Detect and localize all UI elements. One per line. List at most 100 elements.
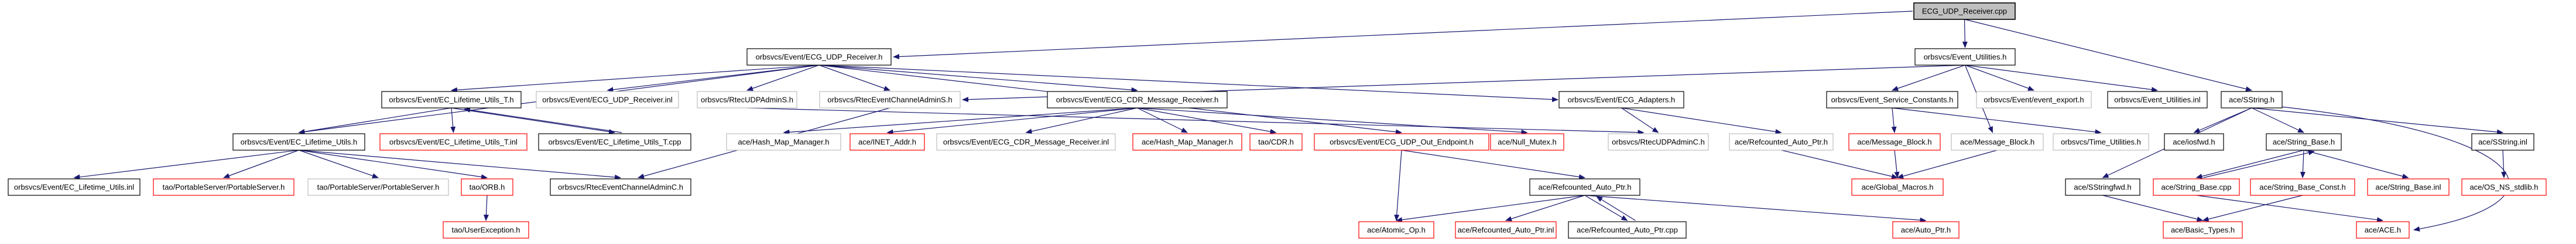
node-box[interactable] (1976, 91, 2092, 109)
node-box[interactable] (2250, 178, 2355, 196)
graph-node-life_inl[interactable]: orbsvcs/Event/EC_Lifetime_Utils.inl (8, 178, 141, 196)
node-box[interactable] (1913, 2, 2016, 20)
node-box[interactable] (550, 178, 691, 196)
graph-node-ace_h[interactable]: ace/ACE.h (2356, 221, 2410, 239)
graph-node-lifeT_h[interactable]: orbsvcs/Event/EC_Lifetime_Utils_T.h (381, 91, 522, 109)
graph-node-ps_r[interactable]: tao/PortableServer/PortableServer.h (153, 178, 294, 196)
graph-node-cdrmsg_inl[interactable]: orbsvcs/Event/ECG_CDR_Message_Receiver.i… (936, 133, 1116, 151)
node-box[interactable] (1490, 133, 1564, 151)
node-box[interactable] (1132, 133, 1242, 151)
node-box[interactable] (1892, 221, 1960, 239)
graph-node-evutil_inl[interactable]: orbsvcs/Event_Utilities.inl (2107, 91, 2208, 109)
graph-node-basictypes[interactable]: ace/Basic_Types.h (2163, 221, 2243, 239)
graph-node-cdrmsg_h[interactable]: orbsvcs/Event/ECG_CDR_Message_Receiver.h (1047, 91, 1228, 109)
node-box[interactable] (1914, 48, 2016, 66)
node-box[interactable] (819, 91, 961, 109)
node-box[interactable] (2153, 178, 2240, 196)
graph-node-refauto_cpp[interactable]: ace/Refcounted_Auto_Ptr.cpp (1568, 221, 1687, 239)
graph-node-udprecv_h[interactable]: orbsvcs/Event/ECG_UDP_Receiver.h (746, 48, 892, 66)
node-box[interactable] (2107, 91, 2208, 109)
node-box[interactable] (2356, 221, 2410, 239)
graph-node-ps_g[interactable]: tao/PortableServer/PortableServer.h (307, 178, 449, 196)
graph-node-hashmap1[interactable]: ace/Hash_Map_Manager.h (726, 133, 841, 151)
node-box[interactable] (2266, 133, 2342, 151)
graph-node-atomic[interactable]: ace/Atomic_Op.h (1358, 221, 1434, 239)
graph-node-lifeT_cpp[interactable]: orbsvcs/Event/EC_Lifetime_Utils_T.cpp (538, 133, 691, 151)
graph-node-strbase_cpp[interactable]: ace/String_Base.cpp (2153, 178, 2240, 196)
node-box[interactable] (1729, 133, 1834, 151)
graph-node-osns[interactable]: ace/OS_NS_stdlib.h (2461, 178, 2547, 196)
node-box[interactable] (2471, 133, 2534, 151)
graph-node-timeutil[interactable]: orbsvcs/Time_Utilities.h (2053, 133, 2149, 151)
graph-node-esc_h[interactable]: orbsvcs/Event_Service_Constants.h (1826, 91, 1958, 109)
graph-node-autoptr[interactable]: ace/Auto_Ptr.h (1892, 221, 1960, 239)
node-box[interactable] (1568, 221, 1687, 239)
graph-node-sstrfwd[interactable]: ace/SStringfwd.h (2065, 178, 2140, 196)
node-box[interactable] (1249, 133, 1303, 151)
graph-node-ecadmC[interactable]: orbsvcs/RtecEventChannelAdminC.h (550, 178, 691, 196)
graph-node-hashmap2[interactable]: ace/Hash_Map_Manager.h (1132, 133, 1242, 151)
node-box[interactable] (1314, 133, 1489, 151)
graph-node-outend[interactable]: orbsvcs/Event/ECG_UDP_Out_Endpoint.h (1314, 133, 1489, 151)
graph-node-taocdr[interactable]: tao/CDR.h (1249, 133, 1303, 151)
node-box[interactable] (8, 178, 141, 196)
node-box[interactable] (153, 178, 294, 196)
node-box[interactable] (849, 133, 925, 151)
node-box[interactable] (461, 178, 513, 196)
node-box[interactable] (232, 133, 365, 151)
graph-node-life_h[interactable]: orbsvcs/Event/EC_Lifetime_Utils.h (232, 133, 365, 151)
node-box[interactable] (538, 133, 691, 151)
node-box[interactable] (726, 133, 841, 151)
node-box[interactable] (697, 91, 797, 109)
graph-node-refauto_b[interactable]: ace/Refcounted_Auto_Ptr.h (1529, 178, 1640, 196)
graph-node-sstring_inl[interactable]: ace/SString.inl (2471, 133, 2534, 151)
node-box[interactable] (746, 48, 892, 66)
graph-node-strbase_h[interactable]: ace/String_Base.h (2266, 133, 2342, 151)
graph-node-globmac[interactable]: ace/Global_Macros.h (1851, 178, 1944, 196)
node-box[interactable] (2053, 133, 2149, 151)
graph-node-iosfwd[interactable]: ace/iosfwd.h (2164, 133, 2224, 151)
node-box[interactable] (1608, 133, 1709, 151)
graph-node-evexport_h[interactable]: orbsvcs/Event/event_export.h (1976, 91, 2092, 109)
graph-node-adapters_h[interactable]: orbsvcs/Event/ECG_Adapters.h (1558, 91, 1684, 109)
graph-node-udprecv_inl[interactable]: orbsvcs/Event/ECG_UDP_Receiver.inl (536, 91, 679, 109)
node-box[interactable] (1529, 178, 1640, 196)
node-box[interactable] (536, 91, 679, 109)
graph-node-strbase_const[interactable]: ace/String_Base_Const.h (2250, 178, 2355, 196)
graph-node-lifeT_inl[interactable]: orbsvcs/Event/EC_Lifetime_Utils_T.inl (379, 133, 527, 151)
node-box[interactable] (1851, 178, 1944, 196)
node-box[interactable] (2461, 178, 2547, 196)
node-box[interactable] (2221, 91, 2283, 109)
node-box[interactable] (381, 91, 522, 109)
graph-node-taoorb[interactable]: tao/ORB.h (461, 178, 513, 196)
graph-node-sstring_h[interactable]: ace/SString.h (2221, 91, 2283, 109)
node-box[interactable] (1047, 91, 1228, 109)
node-box[interactable] (2367, 178, 2450, 196)
node-box[interactable] (1558, 91, 1684, 109)
graph-node-refauto_inl[interactable]: ace/Refcounted_Auto_Ptr.inl (1455, 221, 1557, 239)
graph-node-msgblk_r[interactable]: ace/Message_Block.h (1848, 133, 1941, 151)
node-box[interactable] (2163, 221, 2243, 239)
graph-node-refauto_g[interactable]: ace/Refcounted_Auto_Ptr.h (1729, 133, 1834, 151)
graph-node-root[interactable]: ECG_UDP_Receiver.cpp (1913, 2, 2016, 20)
node-box[interactable] (1826, 91, 1958, 109)
node-box[interactable] (1951, 133, 2044, 151)
graph-node-udpadmS[interactable]: orbsvcs/RtecUDPAdminS.h (697, 91, 797, 109)
graph-node-ecadmS[interactable]: orbsvcs/RtecEventChannelAdminS.h (819, 91, 961, 109)
node-box[interactable] (443, 221, 529, 239)
graph-node-msgblk_g[interactable]: ace/Message_Block.h (1951, 133, 2044, 151)
node-box[interactable] (936, 133, 1116, 151)
graph-node-evutil_h[interactable]: orbsvcs/Event_Utilities.h (1914, 48, 2016, 66)
graph-node-inet[interactable]: ace/INET_Addr.h (849, 133, 925, 151)
graph-node-udpadmC[interactable]: orbsvcs/RtecUDPAdminC.h (1608, 133, 1709, 151)
graph-node-userexc[interactable]: tao/UserException.h (443, 221, 529, 239)
node-box[interactable] (1848, 133, 1941, 151)
node-box[interactable] (379, 133, 527, 151)
node-box[interactable] (1358, 221, 1434, 239)
node-box[interactable] (2065, 178, 2140, 196)
graph-node-strbase_inl[interactable]: ace/String_Base.inl (2367, 178, 2450, 196)
node-box[interactable] (307, 178, 449, 196)
node-box[interactable] (2164, 133, 2224, 151)
node-box[interactable] (1455, 221, 1557, 239)
graph-node-nullmutex[interactable]: ace/Null_Mutex.h (1490, 133, 1564, 151)
